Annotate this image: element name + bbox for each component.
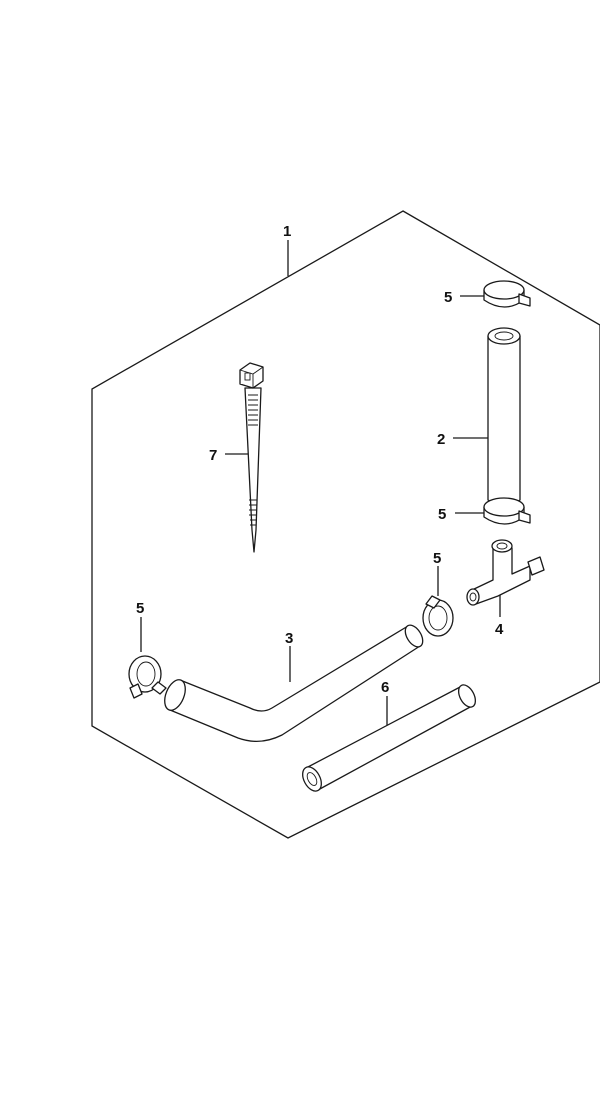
- callout-5-joint: 5: [433, 550, 441, 567]
- bent-hose: [164, 624, 424, 742]
- callout-1: 1: [283, 223, 291, 240]
- hose-clip-joint: [422, 595, 454, 637]
- callout-5-left: 5: [136, 600, 144, 617]
- callout-7: 7: [209, 447, 217, 464]
- callout-5-top: 5: [444, 289, 452, 306]
- callout-6: 6: [381, 679, 389, 696]
- t-joint: [466, 539, 545, 606]
- short-hose: [302, 684, 477, 792]
- callout-4: 4: [495, 621, 504, 638]
- straight-hose: [487, 327, 521, 506]
- cable-tie: [239, 362, 264, 553]
- callout-3: 3: [285, 630, 293, 647]
- kit-boundary: [91, 210, 600, 839]
- callout-2: 2: [437, 431, 445, 448]
- callout-5-mid: 5: [438, 506, 446, 523]
- hose-clip-top: [483, 280, 531, 308]
- hose-clip-left: [128, 655, 167, 699]
- hose-clip-mid: [483, 497, 531, 525]
